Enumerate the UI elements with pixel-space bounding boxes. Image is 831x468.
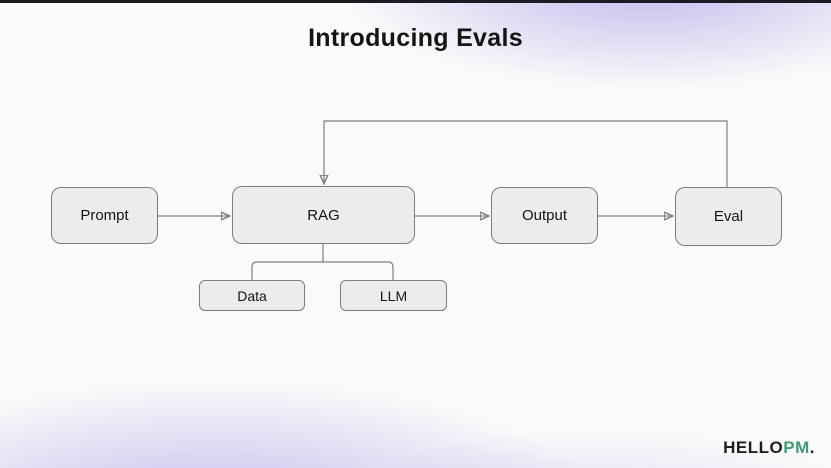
node-llm: LLM <box>340 280 447 311</box>
edge-rag-branch-to-data-llm <box>251 261 394 280</box>
node-prompt: Prompt <box>51 187 158 244</box>
hellopm-logo: HELLOPM. <box>723 438 815 458</box>
node-eval: Eval <box>675 187 782 246</box>
node-output: Output <box>491 187 598 244</box>
node-rag-label: RAG <box>307 206 340 224</box>
node-prompt-label: Prompt <box>80 207 129 224</box>
top-border-bar <box>0 0 831 3</box>
node-data: Data <box>199 280 305 311</box>
edge-eval-feedback-to-rag <box>324 120 728 187</box>
page-title: Introducing Evals <box>308 24 523 52</box>
node-data-label: Data <box>237 287 267 304</box>
node-llm-label: LLM <box>379 287 408 304</box>
node-output-label: Output <box>521 207 568 224</box>
node-eval-label: Eval <box>713 208 744 225</box>
node-rag: RAG <box>232 186 415 244</box>
logo-hello-text: HELLO <box>723 438 784 457</box>
logo-pm-text: PM <box>783 438 810 457</box>
logo-dot: . <box>809 438 815 457</box>
